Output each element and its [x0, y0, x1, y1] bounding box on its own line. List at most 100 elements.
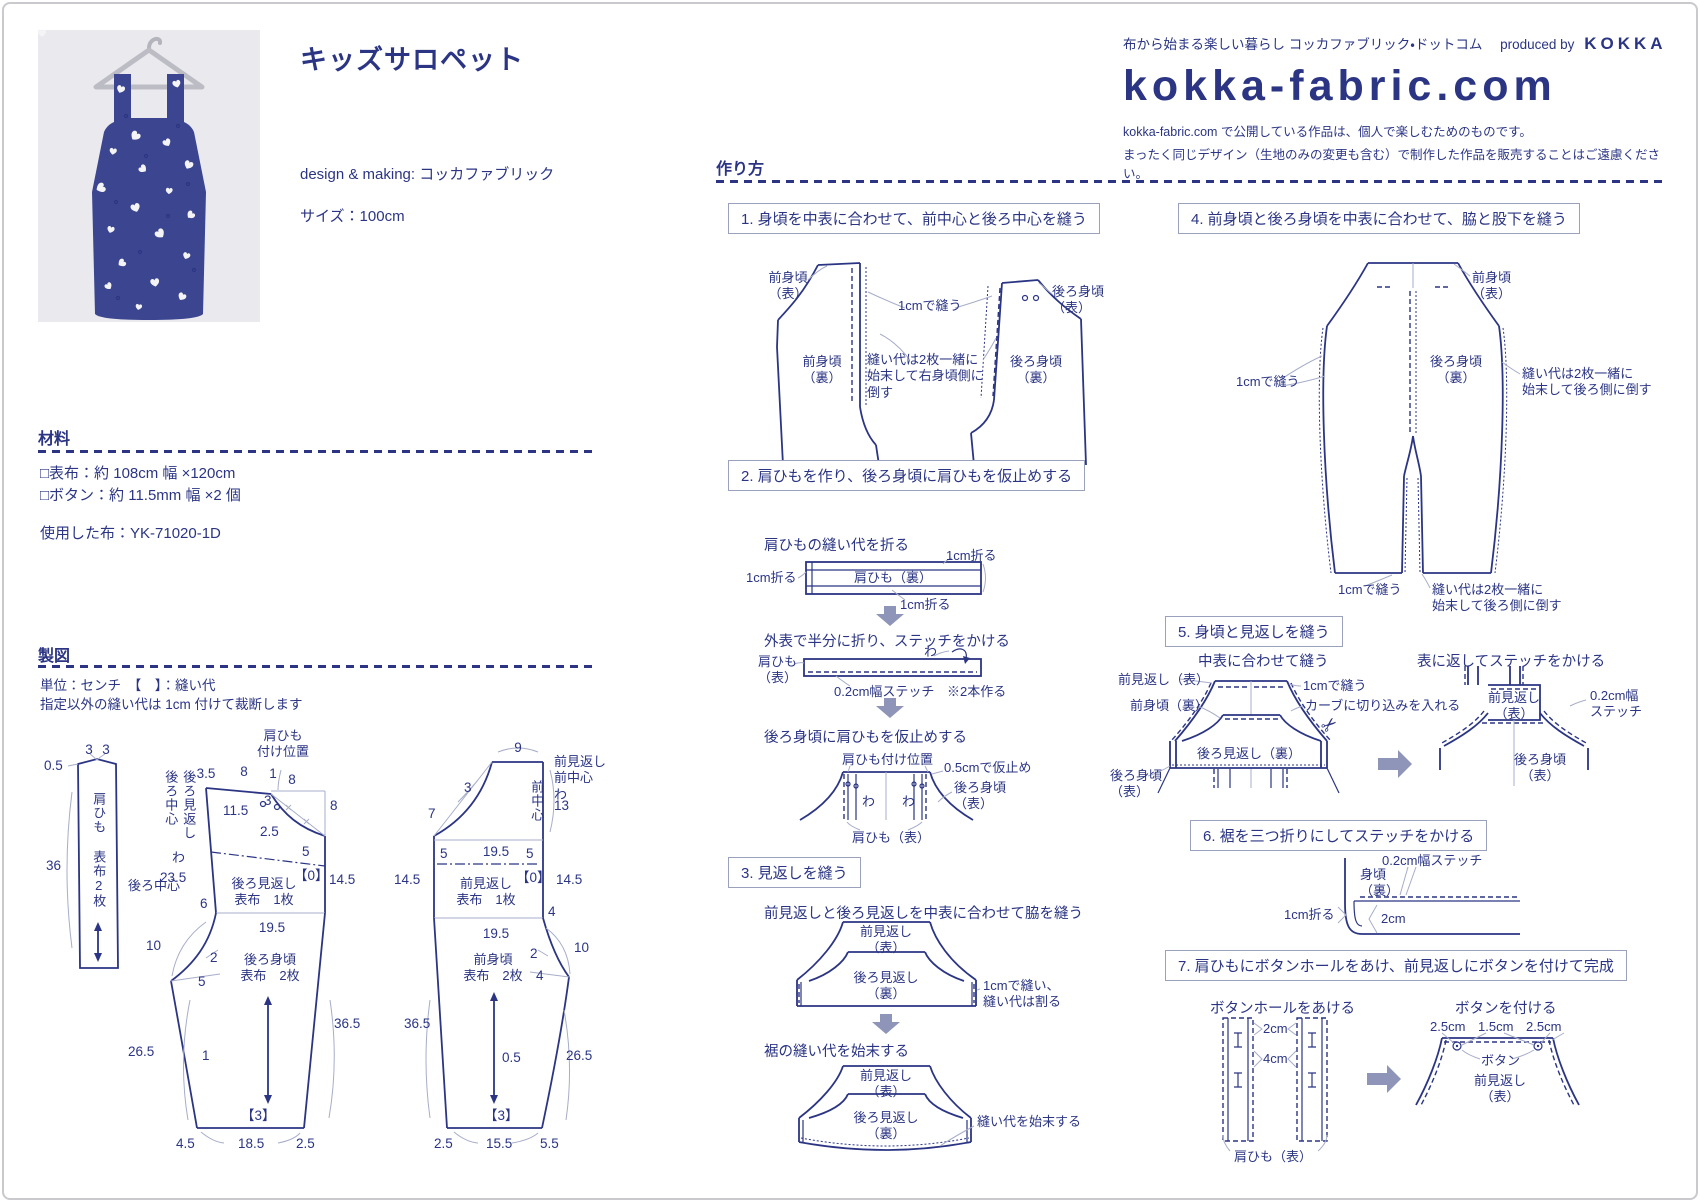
front-half-outline [776, 262, 880, 466]
front-center-vertical: 前中心 [529, 780, 545, 822]
step-3-diagram: 前見返しと後ろ見返しを中表に合わせて脇を縫う 裾の縫い代を始末する 前見返し （… [700, 890, 1120, 1195]
heart-print [38, 29, 197, 311]
label-fold-1cm-bottom: 1cm折る [900, 597, 951, 612]
turned-bodice [1467, 666, 1541, 721]
overalls-illustration [38, 29, 206, 320]
size-note: サイズ：100cm [300, 208, 405, 225]
label-button: ボタン [1481, 1053, 1521, 1068]
step-6-diagram: 0.2cm幅ステッチ 身頃 （裏） 1cm折る 2cm [1250, 853, 1550, 953]
label-backbody-rs-2: 後ろ身頃 （表） [1513, 752, 1567, 784]
dim-strap-3b: 3 [102, 742, 110, 757]
facing-finished-outline [798, 1065, 972, 1151]
dim-strap-3a: 3 [85, 742, 93, 757]
label-25cm-right: 2.5cm [1526, 1019, 1562, 1034]
dim-back-8c: 8 [330, 798, 338, 813]
dim-front-7: 7 [428, 806, 436, 821]
dim-back-6: 6 [200, 896, 208, 911]
dim-back-185: 18.5 [238, 1136, 265, 1151]
step-1-diagram: 前身頃 （表） 1cmで縫う 後ろ身頃 （表） 前身頃 （裏） 縫い代は2枚一緒… [700, 242, 1120, 467]
dim-front-195a: 19.5 [482, 844, 510, 859]
dim-back-365: 36.5 [334, 1016, 361, 1031]
label-back-wrong-side: 後ろ身頃 （裏） [1009, 354, 1063, 386]
dim-back-10: 10 [146, 938, 162, 953]
strap-fabric: 表布2枚 [91, 850, 107, 908]
label-15cm-center: 1.5cm [1478, 1019, 1514, 1034]
drafting-divider [38, 665, 598, 668]
dim-back-8a: 8 [240, 764, 248, 779]
label-front-facing-rs: 前見返し （表） [859, 924, 913, 956]
label-sew-1cm-side: 1cmで縫う [1236, 374, 1300, 389]
straps [1227, 1018, 1323, 1141]
dim-back-5b: 5 [198, 974, 206, 989]
strap-position-label: 肩ひも 付け位置 [256, 728, 310, 760]
label-02cm-stitch-2: 0.2cm幅 ステッチ [1590, 688, 1643, 720]
label-front-wrong-side: 前身頃 （裏） [802, 354, 842, 386]
button-left [1452, 1041, 1462, 1051]
dim-back-25b: 2.5 [296, 1136, 315, 1151]
material-item-button: □ボタン：約 11.5mm 幅 ×2 個 [40, 487, 241, 504]
side-seams [1322, 325, 1504, 574]
label-back-facing-ws-2: 後ろ見返し （裏） [853, 1110, 919, 1142]
step-7-sub-2: ボタンを付ける [1455, 1001, 1557, 1017]
label-strap-attach-position: 肩ひも付け位置 [842, 752, 934, 767]
dim-front-5a: 5 [440, 846, 448, 861]
label-seam-toward-back: 縫い代は2枚一緒に 始末して後ろ側に倒す [1522, 366, 1652, 398]
dim-back-seam3: 【3】 [241, 1108, 276, 1123]
label-back-right-side: 後ろ身頃 （表） [1052, 284, 1105, 316]
usage-note-1: kokka-fabric.com で公開している作品は、個人で楽しむためのもので… [1123, 125, 1532, 139]
produced-by: produced by [1500, 37, 1575, 52]
brand-logo: kokka-fabric.com [1123, 62, 1557, 110]
step-2-sub-3: 後ろ身頃に肩ひもを仮止めする [764, 730, 967, 746]
materials-heading: 材料 [38, 431, 71, 448]
step-4-diagram: 前身頃 （表） 後ろ身頃 （裏） 1cmで縫う 縫い代は2枚一緒に 始末して後ろ… [1180, 246, 1700, 616]
dim-front-seam3: 【3】 [484, 1108, 519, 1123]
dim-front-seam0: 【0】 [516, 870, 551, 885]
label-seam-note-right: 縫い代は2枚一緒に 始末して右身頃側に 倒す [867, 352, 984, 400]
step-5-sub-1: 中表に合わせて縫う [1198, 654, 1329, 670]
dim-back-3: 3 [264, 793, 272, 808]
label-frontfacing-rs-2: 前見返し （表） [1487, 690, 1541, 722]
step-7-title: 7. 肩ひもにボタンホールをあけ、前見返しにボタンを付けて完成 [1165, 950, 1627, 981]
label-back-ws: 後ろ身頃 （裏） [1429, 354, 1483, 386]
dim-back-35: 3.5 [196, 766, 216, 781]
front-body-piece-label: 前身頃 表布 2枚 [463, 952, 523, 984]
label-body-ws: 身頃 （裏） [1360, 867, 1400, 899]
label-frontfacing-rs: 前見返し（表） [1118, 672, 1210, 687]
label-frontbody-ws: 前身頃（裏） [1130, 698, 1209, 713]
material-item-fabric: □表布：約 108cm 幅 ×120cm [40, 465, 236, 482]
step-5-sub-2: 表に返してステッチをかける [1417, 654, 1606, 670]
back-center-label: 後ろ中心 [128, 878, 181, 893]
front-facing-fold-label: 前見返し 前中心 わ [554, 754, 607, 802]
label-strap-wrong-side: 肩ひも（裏） [853, 570, 933, 585]
back-facing-piece-label: 後ろ見返し 表布 1枚 [231, 876, 297, 908]
dim-back-25: 2.5 [260, 824, 279, 839]
finished-bodice-top [1415, 1037, 1580, 1106]
strap-stitched-rect [803, 658, 982, 677]
label-2cm-buttonhole: 2cm [1263, 1021, 1288, 1036]
step-5-title: 5. 身頃と見返しを縫う [1165, 616, 1343, 647]
dim-back-45: 4.5 [176, 1136, 195, 1151]
step-1-title: 1. 身頃を中表に合わせて、前中心と後ろ中心を縫う [728, 203, 1100, 234]
label-wa-a: わ [862, 794, 876, 809]
step-7-sub-1: ボタンホールをあける [1210, 1001, 1355, 1017]
dim-back-8b: 8 [288, 772, 296, 787]
dim-back-115: 11.5 [223, 803, 249, 818]
label-seam-toward-back-2: 縫い代は2枚一緒に 始末して後ろ側に倒す [1432, 582, 1562, 614]
strap-piece-outline [77, 758, 119, 969]
label-make-two: ※2本作る [947, 684, 1007, 699]
brand-tagline: 布から始まる楽しい暮らし コッカファブリック・ドットコム [1123, 37, 1483, 52]
label-front-right-side: 前身頃 （表） [768, 270, 808, 302]
facing-pair-outline [796, 921, 977, 1007]
drafting-unit-note: 単位：センチ 【 】：縫い代 [40, 678, 216, 693]
label-frontfacing-rs-7: 前見返し （表） [1473, 1073, 1527, 1105]
label-4cm-buttonhole: 4cm [1263, 1051, 1288, 1066]
button-right [1533, 1041, 1543, 1051]
buttonhole-marks [1234, 1032, 1316, 1088]
fabric-used: 使用した布：YK-71020-1D [40, 525, 221, 542]
dim-front-9: 9 [514, 740, 522, 755]
label-2cm-hem: 2cm [1381, 911, 1406, 926]
dim-front-145a: 14.5 [394, 872, 421, 887]
facing-band [1169, 741, 1328, 769]
label-strap-right: 肩ひも（表） [852, 830, 931, 845]
